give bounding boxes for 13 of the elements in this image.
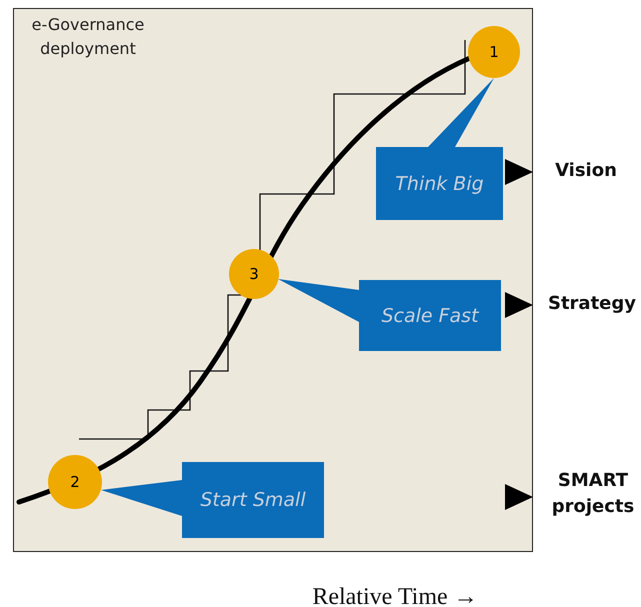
numbered-circle: 3 <box>229 249 279 299</box>
stage-label: Strategy <box>546 292 638 316</box>
stage-label: Vision <box>554 159 618 183</box>
callout-pointer <box>101 480 182 516</box>
axis-title: e-Governance deployment <box>30 14 146 60</box>
chart-panel <box>13 8 533 552</box>
stage-label: SMART projects <box>550 469 636 519</box>
numbered-circle: 2 <box>48 455 102 509</box>
axis-label: Relative Time → <box>311 583 479 607</box>
callout-pointer <box>428 78 494 147</box>
numbered-circle: 1 <box>468 26 520 78</box>
callout-pointer <box>278 279 359 322</box>
callout-box: Start Small <box>182 462 324 538</box>
